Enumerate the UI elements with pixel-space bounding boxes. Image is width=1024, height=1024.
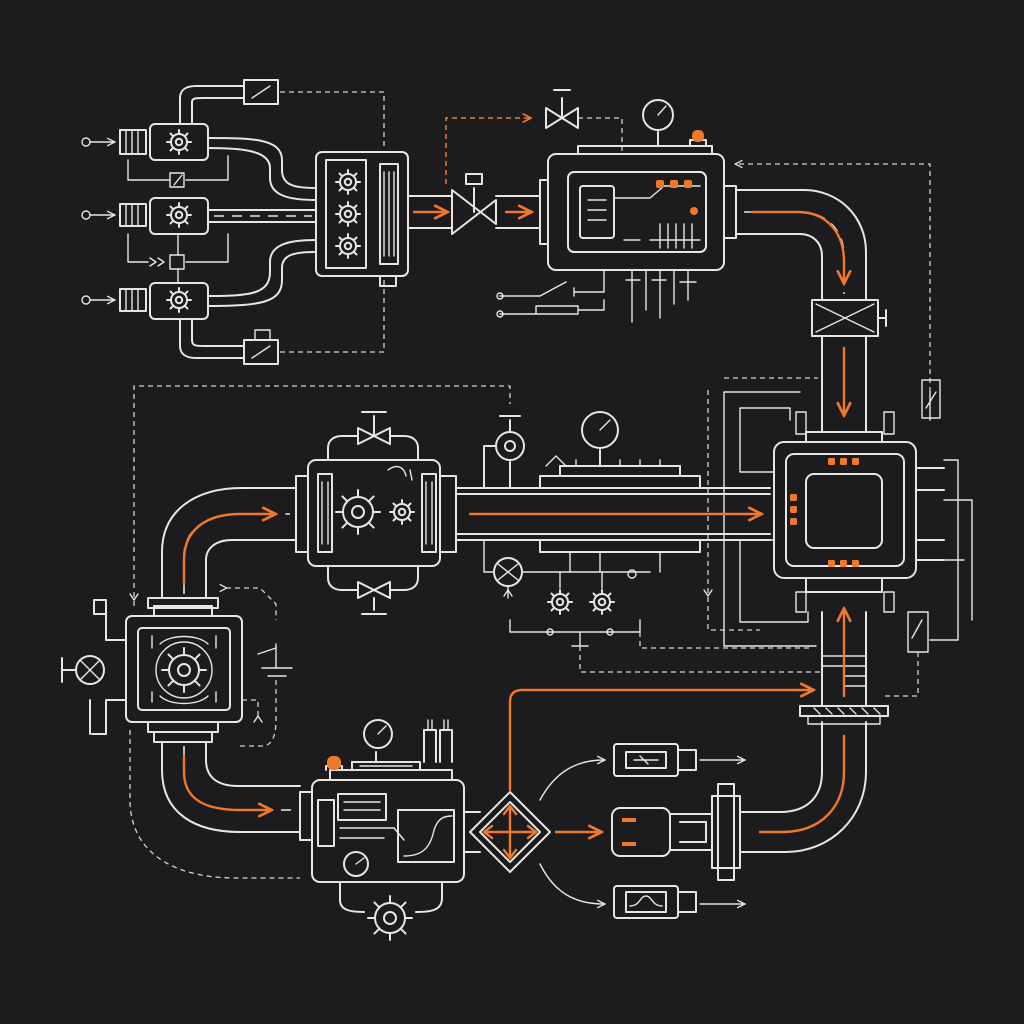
pressure-gauge: [581, 411, 619, 449]
middle-main-line: [129, 385, 820, 673]
manifold-block: [315, 151, 409, 277]
inlet-line-3: [81, 239, 317, 320]
inlet-line-1: [81, 123, 317, 201]
inlet-manifold: [81, 79, 409, 365]
control-unit: [496, 99, 931, 392]
control-valve: [545, 107, 579, 129]
flow-diverter: [469, 791, 551, 873]
warning-beacon: [327, 756, 341, 770]
actuator: [611, 807, 671, 857]
central-hub: [703, 377, 973, 697]
status-led: [656, 180, 664, 188]
bottom-line: [161, 690, 812, 941]
pressure-gauge: [642, 99, 674, 131]
return-riser: [755, 610, 889, 853]
top-feed-line: [407, 89, 623, 235]
warning-beacon: [692, 130, 704, 142]
bottom-control-unit: [311, 779, 465, 883]
left-pump: [61, 588, 300, 879]
right-downcomer: [735, 189, 941, 433]
inlet-line-2: [81, 197, 317, 235]
pressure-gauge: [363, 719, 393, 749]
